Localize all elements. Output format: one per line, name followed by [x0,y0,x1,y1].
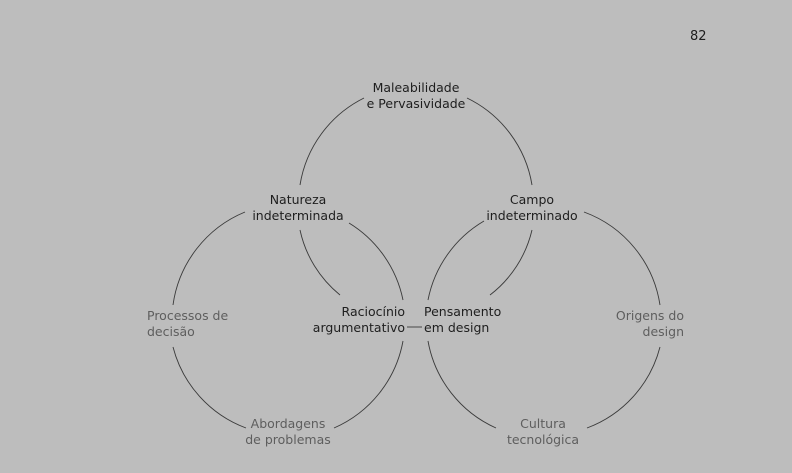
connector-campo-pensamento-outer [489,229,533,296]
connector-campo-origens [583,211,661,306]
svg-text:indeterminado: indeterminado [486,208,577,223]
connector-campo-pensamento-inner [427,220,485,301]
connector-natureza-raciocinio-outer [299,229,341,296]
node-natureza: Natureza indeterminada [252,192,343,223]
svg-text:Cultura: Cultura [520,416,566,431]
connector-natureza-raciocinio-inner [348,222,404,301]
connector-natureza-processos [172,211,246,306]
svg-text:Processos de: Processos de [147,308,228,323]
svg-text:Raciocínio: Raciocínio [342,304,405,319]
svg-text:tecnológica: tecnológica [507,432,579,447]
svg-text:design: design [643,324,684,339]
svg-text:Abordagens: Abordagens [251,416,326,431]
svg-text:em design: em design [424,320,489,335]
svg-text:Campo: Campo [510,192,554,207]
svg-text:Natureza: Natureza [270,192,327,207]
connector-origens-cultura [586,346,661,429]
connector-pensamento-cultura [427,340,497,429]
node-origens: Origens do design [616,308,684,339]
node-pensamento: Pensamento em design [424,304,501,335]
svg-text:argumentativo: argumentativo [313,320,405,335]
svg-text:Origens do: Origens do [616,308,684,323]
node-cultura: Cultura tecnológica [507,416,579,447]
svg-text:e Pervasividade: e Pervasividade [367,96,466,111]
svg-text:Maleabilidade: Maleabilidade [373,80,460,95]
node-maleabilidade: Maleabilidade e Pervasividade [367,80,466,111]
node-abordagens: Abordagens de problemas [245,416,331,447]
svg-text:de problemas: de problemas [245,432,331,447]
svg-text:Pensamento: Pensamento [424,304,501,319]
page-number: 82 [690,29,707,44]
node-processos: Processos de decisão [147,308,228,339]
node-raciocinio: Raciocínio argumentativo [313,304,405,335]
connector-raciocinio-abordagens [333,340,404,429]
node-campo: Campo indeterminado [486,192,577,223]
connector-top-right [466,97,533,186]
svg-text:indeterminada: indeterminada [252,208,343,223]
connector-processos-abordagens [172,346,247,429]
connector-top-left [299,97,365,186]
svg-text:decisão: decisão [147,324,195,339]
